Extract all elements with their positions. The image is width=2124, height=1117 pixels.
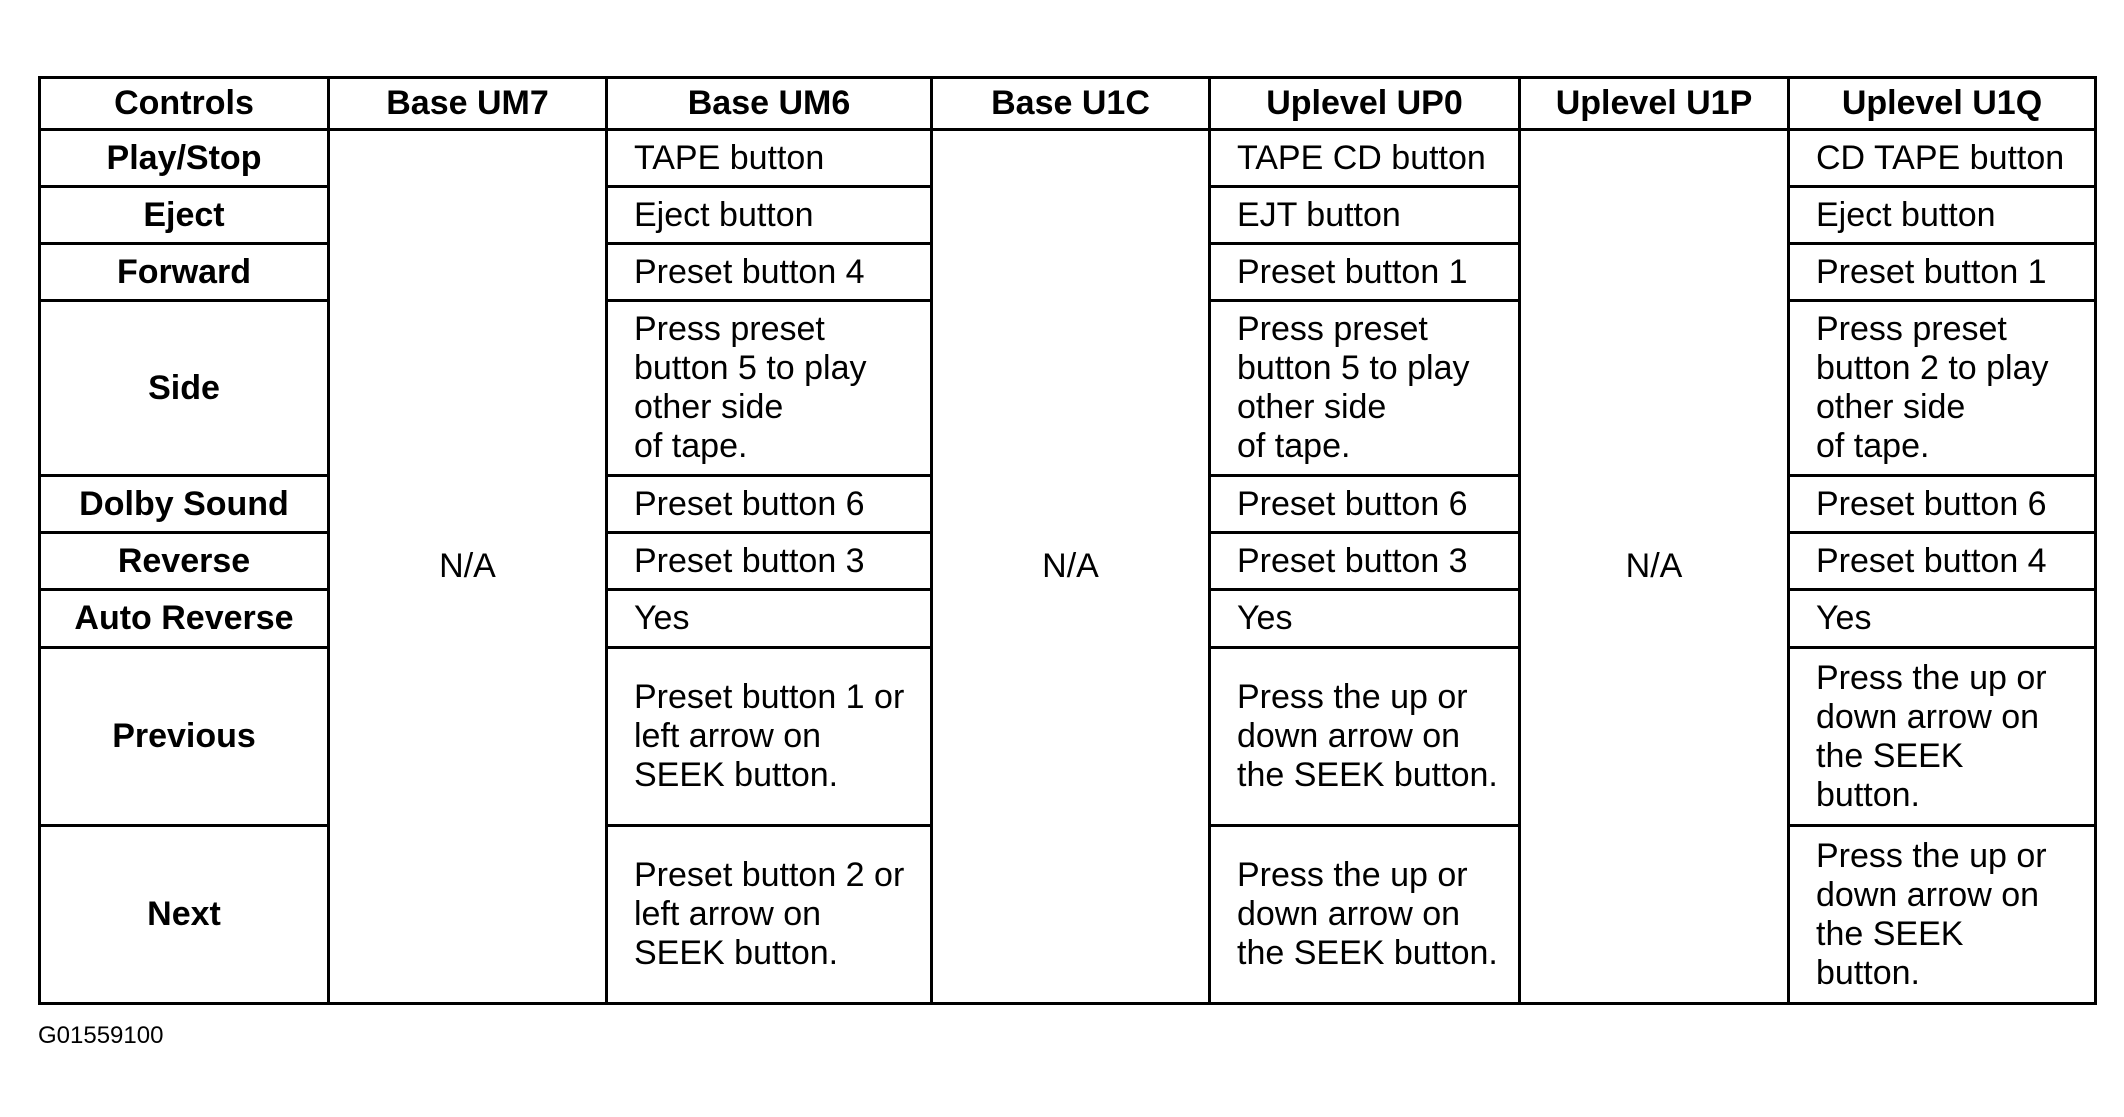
header-base-um6: Base UM6 xyxy=(605,76,933,131)
cell-um6-dolby-sound: Preset button 6 xyxy=(605,474,933,534)
header-uplevel-u1q: Uplevel U1Q xyxy=(1787,76,2097,131)
header-controls: Controls xyxy=(38,76,330,131)
cell-u1q-eject: Eject button xyxy=(1787,185,2097,245)
row-label-forward: Forward xyxy=(38,242,330,302)
cell-um6-forward: Preset button 4 xyxy=(605,242,933,302)
cell-u1q-side: Press preset button 2 to play other side… xyxy=(1787,299,2097,477)
figure-id-label: G01559100 xyxy=(38,1022,164,1049)
table-row: Forward Preset button 4 Preset button 1 … xyxy=(38,242,2097,302)
cell-u1q-play-stop: CD TAPE button xyxy=(1787,128,2097,188)
row-label-next: Next xyxy=(38,824,330,1005)
na-cell-um7: N/A xyxy=(327,128,608,1005)
table-row: Play/Stop N/A TAPE button N/A TAPE CD bu… xyxy=(38,128,2097,1005)
header-base-u1c: Base U1C xyxy=(930,76,1211,131)
table-row: Auto Reverse Yes Yes Yes xyxy=(38,588,2097,649)
row-label-reverse: Reverse xyxy=(38,531,330,591)
cell-um6-previous: Preset button 1 or left arrow on SEEK bu… xyxy=(605,646,933,827)
cell-u1q-forward: Preset button 1 xyxy=(1787,242,2097,302)
cell-um6-next: Preset button 2 or left arrow on SEEK bu… xyxy=(605,824,933,1005)
table-row: Reverse Preset button 3 Preset button 3 … xyxy=(38,531,2097,591)
row-label-auto-reverse: Auto Reverse xyxy=(38,588,330,649)
table-row: Next Preset button 2 or left arrow on SE… xyxy=(38,824,2097,1005)
cell-u1q-auto-reverse: Yes xyxy=(1787,588,2097,649)
cell-up0-previous: Press the up or down arrow on the SEEK b… xyxy=(1208,646,1521,827)
cell-u1q-previous: Press the up or down arrow on the SEEK b… xyxy=(1787,646,2097,827)
row-label-play-stop: Play/Stop xyxy=(38,128,330,188)
header-uplevel-up0: Uplevel UP0 xyxy=(1208,76,1521,131)
row-label-previous: Previous xyxy=(38,646,330,827)
row-label-eject: Eject xyxy=(38,185,330,245)
cell-um6-auto-reverse: Yes xyxy=(605,588,933,649)
cell-um6-reverse: Preset button 3 xyxy=(605,531,933,591)
cell-u1q-dolby-sound: Preset button 6 xyxy=(1787,474,2097,534)
na-cell-u1c: N/A xyxy=(930,128,1211,1005)
table-row: Eject Eject button EJT button Eject butt… xyxy=(38,185,2097,245)
cell-up0-play-stop: TAPE CD button xyxy=(1208,128,1521,188)
cell-um6-eject: Eject button xyxy=(605,185,933,245)
cell-up0-next: Press the up or down arrow on the SEEK b… xyxy=(1208,824,1521,1005)
cell-up0-auto-reverse: Yes xyxy=(1208,588,1521,649)
cell-up0-reverse: Preset button 3 xyxy=(1208,531,1521,591)
cell-u1q-reverse: Preset button 4 xyxy=(1787,531,2097,591)
cell-u1q-next: Press the up or down arrow on the SEEK b… xyxy=(1787,824,2097,1005)
controls-table: Controls Base UM7 Base UM6 Base U1C Uple… xyxy=(38,76,2097,1005)
cell-up0-eject: EJT button xyxy=(1208,185,1521,245)
cell-up0-side: Press preset button 5 to play other side… xyxy=(1208,299,1521,477)
table-row: Side Press preset button 5 to play other… xyxy=(38,299,2097,477)
na-cell-u1p: N/A xyxy=(1518,128,1790,1005)
cell-um6-play-stop: TAPE button xyxy=(605,128,933,188)
cell-up0-forward: Preset button 1 xyxy=(1208,242,1521,302)
table-row: Previous Preset button 1 or left arrow o… xyxy=(38,646,2097,827)
row-label-dolby-sound: Dolby Sound xyxy=(38,474,330,534)
cell-um6-side: Press preset button 5 to play other side… xyxy=(605,299,933,477)
table-row: Dolby Sound Preset button 6 Preset butto… xyxy=(38,474,2097,534)
header-uplevel-u1p: Uplevel U1P xyxy=(1518,76,1790,131)
row-label-side: Side xyxy=(38,299,330,477)
header-base-um7: Base UM7 xyxy=(327,76,608,131)
cell-up0-dolby-sound: Preset button 6 xyxy=(1208,474,1521,534)
